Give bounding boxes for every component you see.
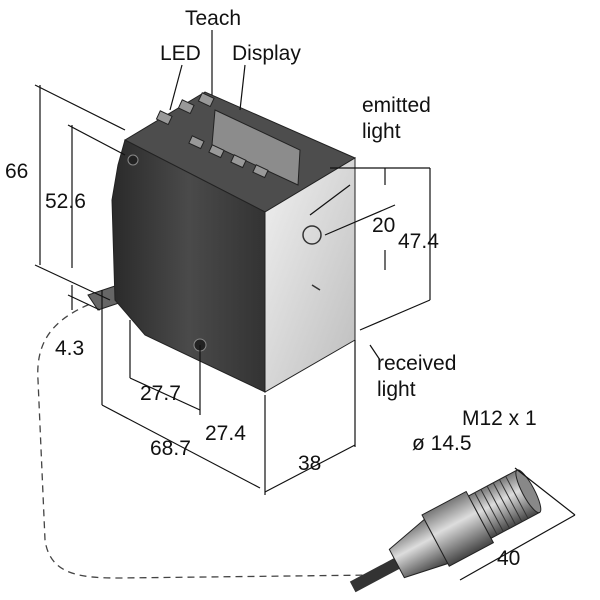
dimension-lines [34,84,576,581]
display-window [211,109,301,186]
dim-height-body: 52.6 [45,190,86,213]
m12-connector [349,469,542,593]
label-emitted: emitted [362,94,431,117]
dim-height-total: 66 [5,160,28,183]
dim-connector-length: 40 [497,547,520,570]
mount-hole-top [127,154,139,166]
label-received: received [377,352,456,375]
led-indicator [155,110,173,126]
label-emitted-light: light [362,120,401,143]
dim-mount-offset: 4.3 [55,337,84,360]
dim-depth-rear: 27.4 [205,422,246,445]
label-display: Display [232,42,301,65]
control-button-4[interactable] [252,164,269,179]
dim-length-total: 68.7 [150,437,191,460]
dim-depth-front: 27.7 [140,382,181,405]
callout-leaders [169,30,246,111]
control-button-3[interactable] [230,154,247,169]
dim-width: 38 [298,452,321,475]
control-button-1[interactable] [188,135,205,150]
label-led: LED [160,42,201,65]
sensor-body [111,91,357,393]
label-teach: Teach [185,7,241,30]
emitter-lens [302,225,322,245]
label-thread: M12 x 1 [462,407,537,430]
receiver-mark [311,284,321,291]
teach-button-1[interactable] [177,99,195,115]
dim-optics-height: 47.4 [398,230,439,253]
teach-button-2[interactable] [197,92,215,108]
cable-path [37,299,376,579]
label-received-light: light [377,378,416,401]
control-button-2[interactable] [208,144,225,159]
dim-emitter-offset: 20 [372,214,395,237]
label-connector-diameter: ø 14.5 [412,432,472,455]
sensor-front-face [111,139,266,393]
